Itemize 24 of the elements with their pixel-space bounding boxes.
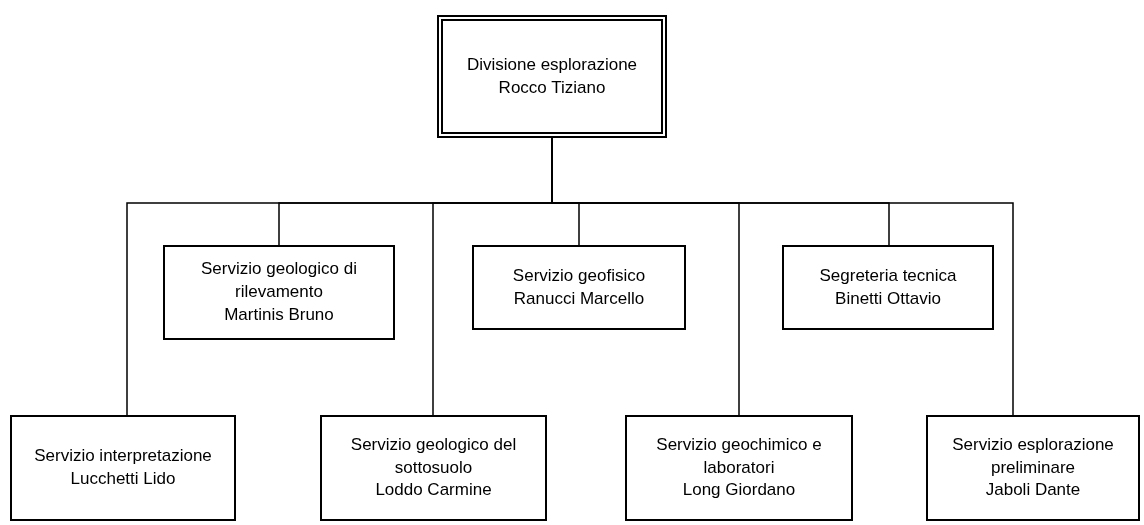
unit-name: Servizio geochimico e laboratori [655,433,823,479]
division-box [437,15,667,138]
manager-name: Martinis Bruno [224,303,334,326]
manager-name: Jaboli Dante [985,479,1081,502]
manager-name: Ranucci Marcello [513,287,645,310]
unit-name: Servizio geologico del sottosuolo [349,433,518,479]
department-box [926,415,1140,521]
unit-name: Segreteria tecnica [819,264,957,287]
department-box [625,415,853,521]
unit-name: Divisione esplorazione [466,53,638,76]
department-box [472,245,686,330]
unit-name: Servizio geofisico [512,264,646,287]
department-box [320,415,547,521]
unit-name: Servizio interpretazione [34,445,212,468]
manager-name: Rocco Tiziano [498,76,606,99]
department-box [10,415,236,521]
unit-name: Servizio esplorazione preliminare [951,433,1115,479]
manager-name: Lucchetti Lido [70,468,176,490]
department-box [163,245,395,340]
manager-name: Binetti Ottavio [835,287,941,310]
manager-name: Long Giordano [682,479,796,502]
unit-name: Servizio geologico di rilevamento [200,258,358,304]
department-box [782,245,994,330]
manager-name: Loddo Carmine [375,479,492,502]
